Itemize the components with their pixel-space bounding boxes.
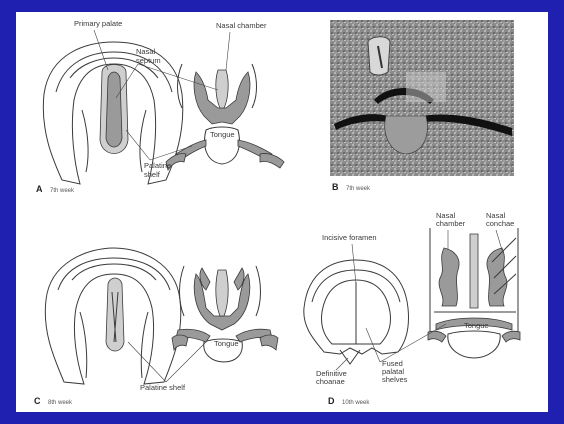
panel-b-caption: 7th week [346,186,371,192]
panel-c: Tongue Palatine shelf C 8th week [34,248,278,406]
label-tongue-d: Tongue [464,321,489,330]
leader-fused-palatal-right [380,324,446,362]
label-nasal-chamber: Nasal chamber [216,21,267,30]
panel-a-caption: 7th week [50,188,75,194]
label-palatine-shelf-line2: shelf [144,170,161,179]
panel-d-caption: 10th week [342,400,370,406]
panel-a-section-drawing [166,64,284,170]
label-tongue-a: Tongue [210,130,235,139]
label-palatine-shelf-c: Palatine shelf [140,383,186,392]
panel-d-palate-drawing [304,260,409,364]
panel-c-caption: 8th week [48,400,73,406]
label-palatine-shelf-line1: Palatine [144,161,171,170]
panel-c-palate-drawing [45,248,180,384]
panel-c-letter: C [34,396,41,406]
figure-panel: Primary palate Nasal chamber Nasal septu… [16,12,548,412]
label-definitive-choanae-line2: choanae [316,377,345,386]
leader-nasal-chamber [226,32,230,70]
label-fused-palatal-line3: shelves [382,375,408,384]
label-incisive-foramen: Incisive foramen [322,233,377,242]
leader-incisive-foramen [352,244,356,284]
leader-nasal-conchae [496,230,502,250]
label-tongue-c: Tongue [214,339,239,348]
leader-fused-palatal-left [366,328,380,362]
panel-d: Incisive foramen Nasal chamber Nasal con… [304,211,520,406]
label-nasal-septum-line2: septum [136,56,161,65]
label-nasal-conchae-line2: conchae [486,219,514,228]
panel-a-letter: A [36,184,43,194]
panel-d-letter: D [328,396,335,406]
panel-b: B 7th week [330,20,514,192]
panel-a: Primary palate Nasal chamber Nasal septu… [36,19,284,194]
label-nasal-septum-line1: Nasal [136,47,156,56]
leader-primary-palate [94,30,108,70]
label-nasal-chamber-d-line2: chamber [436,219,466,228]
panel-d-section-drawing [428,228,520,358]
panel-b-micrograph [330,20,514,176]
palate-development-figure: Primary palate Nasal chamber Nasal septu… [16,12,548,412]
label-primary-palate: Primary palate [74,19,122,28]
panel-b-letter: B [332,182,339,192]
leader-palatine-shelf [126,130,150,160]
